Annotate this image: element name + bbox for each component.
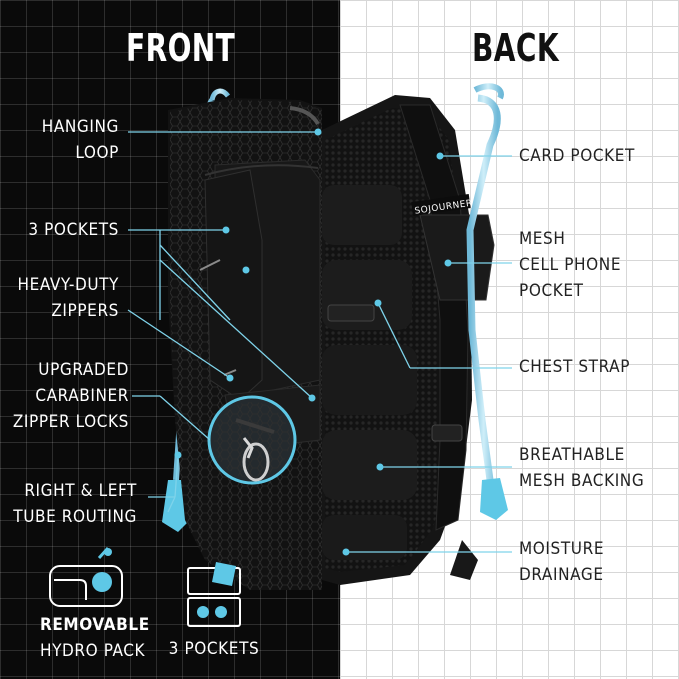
back-callout-lines	[346, 155, 512, 553]
pockets-icon	[187, 567, 241, 627]
hydration-bladder-icon	[49, 546, 123, 607]
label-card-pocket: CARD POCKET	[519, 146, 635, 166]
front-title: FRONT	[126, 26, 236, 70]
right-mouthpiece	[480, 478, 508, 520]
label-chest-strap: CHEST STRAP	[519, 357, 631, 377]
label-3-pockets: 3 POCKETS	[28, 220, 119, 240]
right-tube	[466, 94, 501, 481]
label-feature-3-pockets: 3 POCKETS	[168, 639, 260, 659]
front-callout-lines	[127, 131, 318, 513]
back-title: BACK	[472, 26, 559, 70]
